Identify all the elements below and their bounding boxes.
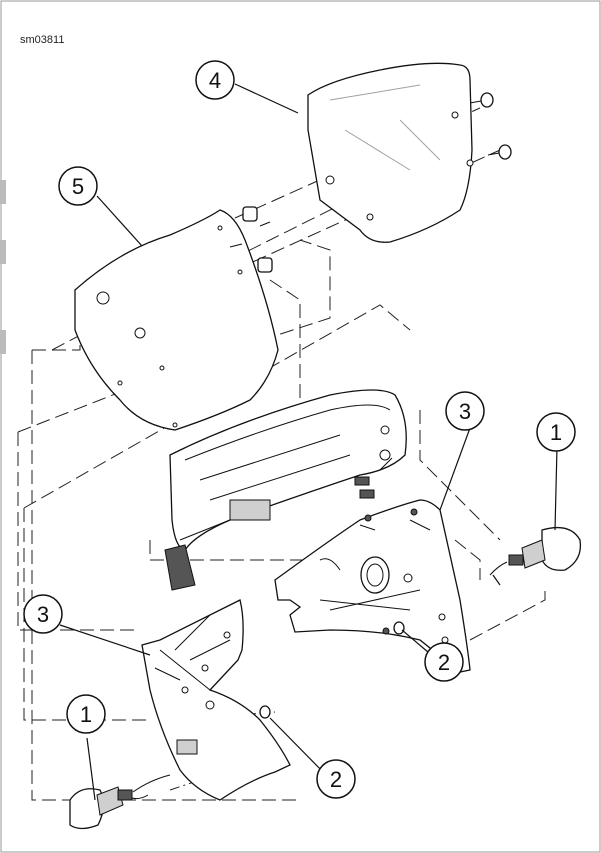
mounting-bracket-part [164,389,407,591]
figure-reference: sm03811 [20,34,65,46]
callout-1-right: 1 [536,412,576,452]
leader-line [269,717,329,778]
callout-2-right: 2 [424,642,464,682]
svg-text:4: 4 [209,68,221,93]
callout-5: 5 [58,166,98,206]
svg-text:1: 1 [80,702,92,727]
leader-line [554,446,558,531]
leader-line [96,195,143,247]
right-indicator-part [489,526,582,586]
right-indicator-bracket-part [274,499,471,673]
washers-part [259,621,405,719]
svg-text:3: 3 [37,602,49,627]
left-indicator-part [69,774,171,830]
windscreen-part [307,62,512,243]
svg-text:1: 1 [550,420,562,445]
edge-mark [0,180,6,204]
leader-line [86,737,96,801]
leader-line [234,83,299,114]
callout-3-left: 3 [23,594,63,634]
leader-line [59,624,151,656]
callout-4: 4 [195,60,235,100]
svg-text:2: 2 [330,767,342,792]
svg-text:3: 3 [459,399,471,424]
left-indicator-bracket-part [141,599,291,801]
fairing-panel-part [74,206,279,431]
edge-mark [0,240,6,264]
svg-text:2: 2 [438,650,450,675]
callout-3-right: 3 [445,391,485,431]
callout-1-left: 1 [66,694,106,734]
svg-text:5: 5 [72,174,84,199]
leader-line [439,427,471,511]
callout-2-left: 2 [316,759,356,799]
edge-mark [0,330,6,354]
